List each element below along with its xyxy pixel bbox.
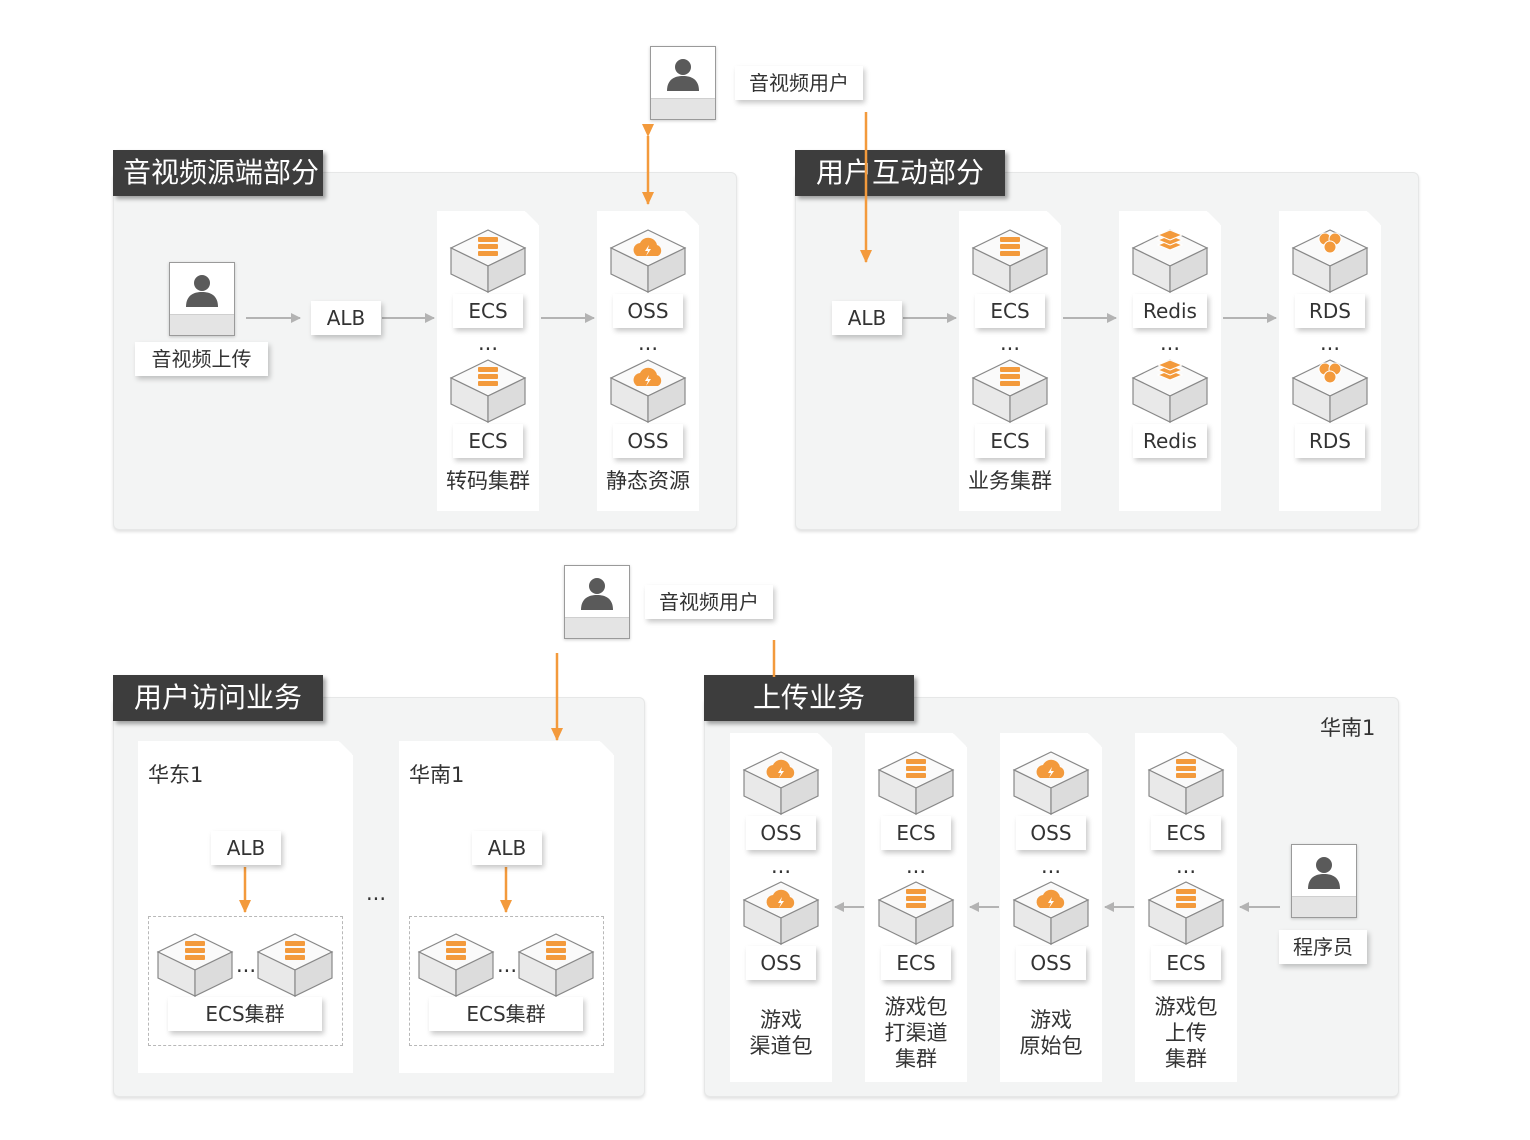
ecs-server-icon xyxy=(877,751,955,815)
ecs-dots: ... xyxy=(999,331,1021,355)
upload-region-label: 华南1 xyxy=(1320,716,1376,740)
upload-cluster-label-line1: 游戏包 xyxy=(1154,995,1218,1019)
east-ecs-cluster-label: ECS集群 xyxy=(168,997,322,1031)
ecs-server-icon xyxy=(256,933,334,997)
business-cluster-label: 业务集群 xyxy=(968,469,1052,493)
uploader-avatar xyxy=(169,262,235,336)
oss-cloud-icon xyxy=(742,881,820,945)
south-ecs-cluster-label: ECS集群 xyxy=(429,997,583,1031)
ecs-server-icon xyxy=(417,933,495,997)
ecs-server-icon xyxy=(971,359,1049,423)
ecs-server-icon xyxy=(971,229,1049,293)
static-resource-label: 静态资源 xyxy=(606,469,690,493)
ecs-server-icon xyxy=(156,933,234,997)
channel-cluster-label-line1: 游戏包 xyxy=(884,995,948,1019)
ecs-label: ECS xyxy=(453,294,523,328)
user-icon xyxy=(581,578,613,610)
ecs-server-icon xyxy=(1147,751,1225,815)
source-section-title: 音视频源端部分 xyxy=(113,150,323,196)
ecs-label: ECS xyxy=(1151,816,1221,850)
oss-label: OSS xyxy=(746,946,816,980)
upload-cluster-label-line2: 上传 xyxy=(1165,1021,1207,1045)
redis-layers-icon xyxy=(1131,229,1209,293)
ecs-label: ECS xyxy=(1151,946,1221,980)
south-region-label: 华南1 xyxy=(409,763,465,787)
top-user-avatar xyxy=(650,46,716,120)
ecs-server-icon xyxy=(449,229,527,293)
south-cluster-dots: ... xyxy=(496,953,518,977)
user-icon xyxy=(667,59,699,91)
redis-layers-icon xyxy=(1131,359,1209,423)
game-raw-label-line1: 游戏 xyxy=(1030,1008,1072,1032)
oss-label: OSS xyxy=(613,424,683,458)
oss-label: OSS xyxy=(746,816,816,850)
oss-cloud-icon xyxy=(742,751,820,815)
east-region-label: 华东1 xyxy=(148,763,204,787)
ecs-dots: ... xyxy=(1175,854,1197,878)
mid-user-label: 音视频用户 xyxy=(645,585,773,619)
mid-user-avatar xyxy=(564,565,630,639)
source-alb: ALB xyxy=(311,301,381,335)
transcode-cluster-label: 转码集群 xyxy=(446,469,530,493)
ecs-label: ECS xyxy=(881,816,951,850)
oss-label: OSS xyxy=(1016,816,1086,850)
programmer-avatar xyxy=(1291,844,1357,918)
between-regions-dots: ... xyxy=(365,881,387,905)
channel-cluster-label-line3: 集群 xyxy=(895,1047,937,1071)
user-icon xyxy=(1308,857,1340,889)
ecs-server-icon xyxy=(449,359,527,423)
east-cluster-dots: ... xyxy=(235,953,257,977)
upload-section-title: 上传业务 xyxy=(704,675,914,721)
ecs-server-icon xyxy=(517,933,595,997)
south-alb: ALB xyxy=(472,831,542,865)
rds-database-icon xyxy=(1291,229,1369,293)
redis-dots: ... xyxy=(1159,331,1181,355)
south-ecs-cluster-box xyxy=(409,916,604,1046)
access-section-title: 用户访问业务 xyxy=(113,675,323,721)
programmer-label: 程序员 xyxy=(1279,930,1367,964)
channel-cluster-label-line2: 打渠道 xyxy=(884,1021,948,1045)
oss-dots: ... xyxy=(637,331,659,355)
ecs-dots: ... xyxy=(905,854,927,878)
oss-cloud-icon xyxy=(609,229,687,293)
interaction-section-title: 用户互动部分 xyxy=(795,150,1005,196)
oss-label: OSS xyxy=(613,294,683,328)
oss-label: OSS xyxy=(1016,946,1086,980)
ecs-label: ECS xyxy=(881,946,951,980)
rds-label: RDS xyxy=(1295,294,1365,328)
user-icon xyxy=(186,275,218,307)
game-channel-label-line1: 游戏 xyxy=(760,1008,802,1032)
uploader-label: 音视频上传 xyxy=(135,342,268,376)
rds-dots: ... xyxy=(1319,331,1341,355)
oss-cloud-icon xyxy=(1012,881,1090,945)
oss-dots: ... xyxy=(1040,854,1062,878)
game-raw-label-line2: 原始包 xyxy=(1019,1034,1083,1058)
east-ecs-cluster-box xyxy=(148,916,343,1046)
oss-cloud-icon xyxy=(1012,751,1090,815)
rds-database-icon xyxy=(1291,359,1369,423)
ecs-label: ECS xyxy=(975,294,1045,328)
ecs-server-icon xyxy=(1147,881,1225,945)
upload-cluster-label-line3: 集群 xyxy=(1165,1047,1207,1071)
top-user-label: 音视频用户 xyxy=(735,66,863,100)
east-alb: ALB xyxy=(211,831,281,865)
ecs-server-icon xyxy=(877,881,955,945)
oss-cloud-icon xyxy=(609,359,687,423)
ecs-label: ECS xyxy=(975,424,1045,458)
ecs-label: ECS xyxy=(453,424,523,458)
redis-label: Redis xyxy=(1133,294,1207,328)
oss-dots: ... xyxy=(770,854,792,878)
redis-label: Redis xyxy=(1133,424,1207,458)
rds-label: RDS xyxy=(1295,424,1365,458)
interaction-alb: ALB xyxy=(832,301,902,335)
ecs-dots: ... xyxy=(477,331,499,355)
game-channel-label-line2: 渠道包 xyxy=(749,1034,813,1058)
